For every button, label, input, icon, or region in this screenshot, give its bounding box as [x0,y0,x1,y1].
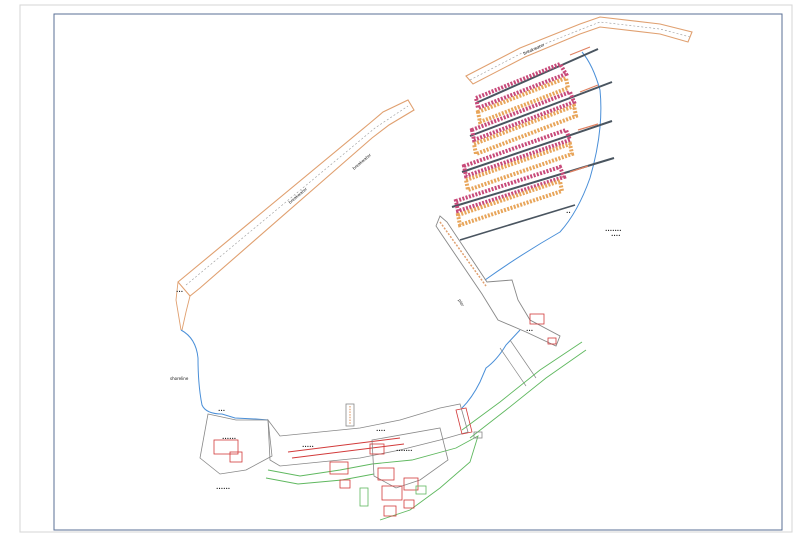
small-pier [345,403,355,427]
west-breakwater [175,99,415,331]
central-building-1 [369,443,385,455]
berth-row-3-orange [463,141,575,193]
west-building-1 [213,439,239,455]
central-building-3 [339,479,351,489]
central-building-5 [381,485,403,501]
label-building-note-3: •••• [376,428,385,433]
north-breakwater [465,16,693,85]
central-building-2 [329,461,349,475]
central-building-area [329,427,449,517]
label-pier: pier [457,298,465,308]
berth-row-4-orange [455,178,565,228]
central-building-8 [403,499,415,509]
drawing-frame [53,13,783,531]
pontoon-3 [461,120,613,173]
central-building-7 [383,505,397,517]
label-channel-note: •• [566,210,571,215]
central-building-6 [403,477,419,491]
berth-end-1 [569,46,591,56]
central-parcel [371,427,449,489]
label-west-breakwater-2: breakwater [351,152,372,171]
label-building-note-1: •••••• [222,436,236,441]
berth-row-2-pink [469,89,577,143]
outer-frame [19,4,793,533]
berth-row-4-pink [453,164,567,214]
north-breakwater-outline [465,16,693,85]
west-parcel [199,413,273,475]
west-building-2 [229,451,243,463]
label-east-note-2: •••• [611,233,620,238]
east-shore-kiosk [473,431,483,439]
jetty-ramp [499,339,537,387]
label-jetty-note: ••• [526,328,533,333]
promenade-strip [287,437,405,459]
jetty-kiosk [547,337,557,345]
jetty-building [529,313,545,325]
east-shore-structure [455,407,473,435]
pontoon-5 [459,204,576,241]
berth-end-4 [569,165,589,173]
label-east-note-1: ••••••• [605,228,622,233]
berth-row-1-pink [473,61,569,111]
shoreline [180,51,602,421]
label-shore-note: ••• [218,408,225,413]
label-west-tip: ••• [176,289,183,294]
pontoon-2 [469,81,613,137]
central-jetty [435,215,561,387]
central-building-9 [359,487,369,507]
marina-berths [451,46,615,241]
promenade [267,403,469,467]
west-building-area [199,413,273,475]
label-shoreline-west: shoreline [170,376,189,381]
jetty-outline [435,215,561,347]
label-building-note-2: ••••• [302,444,314,449]
north-breakwater-centerline [469,21,691,81]
pontoon-1 [475,48,599,104]
central-building-4 [377,467,395,481]
west-breakwater-centerline [185,105,409,286]
berth-row-2-orange [471,103,579,157]
jetty-hatch [439,221,487,287]
berth-end-3 [577,123,599,131]
central-building-10 [415,485,427,495]
west-breakwater-outline [177,99,415,297]
label-building-note-4: ••••••• [396,448,413,453]
coastal-road [265,341,587,521]
west-breakwater-root [175,281,191,331]
berth-row-3-pink [461,127,573,179]
berth-end-2 [579,84,599,93]
berth-row-1-orange [475,75,571,125]
label-south-note: •••••• [216,486,230,491]
